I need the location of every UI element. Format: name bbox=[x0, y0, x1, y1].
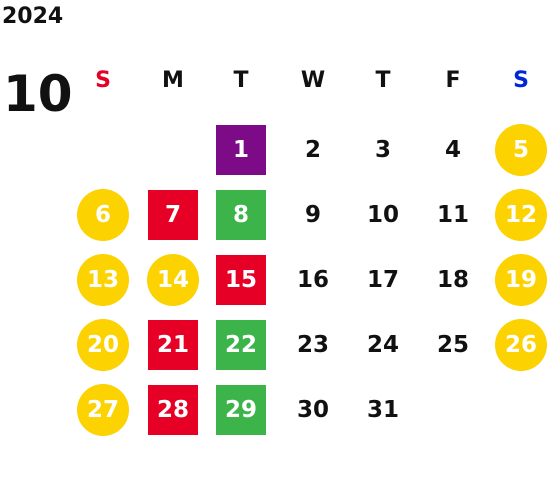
day-25: 25 bbox=[436, 332, 469, 358]
day-13: 13 bbox=[77, 254, 129, 306]
day-29: 29 bbox=[216, 385, 266, 435]
day-4: 4 bbox=[444, 137, 461, 163]
weekday-1: M bbox=[162, 68, 184, 93]
weekday-0: S bbox=[95, 68, 111, 93]
weekday-4: T bbox=[375, 68, 391, 93]
day-10: 10 bbox=[366, 202, 399, 228]
day-30: 30 bbox=[296, 397, 329, 423]
day-16: 16 bbox=[296, 267, 329, 293]
day-5: 5 bbox=[495, 124, 547, 176]
day-23: 23 bbox=[296, 332, 329, 358]
day-6: 6 bbox=[77, 189, 129, 241]
day-1: 1 bbox=[216, 125, 266, 175]
day-18: 18 bbox=[436, 267, 469, 293]
weekday-2: T bbox=[233, 68, 249, 93]
year-label: 2024 bbox=[2, 4, 64, 29]
day-9: 9 bbox=[304, 202, 321, 228]
day-7: 7 bbox=[148, 190, 198, 240]
day-20: 20 bbox=[77, 319, 129, 371]
day-2: 2 bbox=[304, 137, 321, 163]
month-number: 10 bbox=[3, 65, 73, 123]
weekday-5: F bbox=[445, 68, 461, 93]
day-27: 27 bbox=[77, 384, 129, 436]
day-24: 24 bbox=[366, 332, 399, 358]
day-21: 21 bbox=[148, 320, 198, 370]
day-14: 14 bbox=[147, 254, 199, 306]
day-15: 15 bbox=[216, 255, 266, 305]
day-3: 3 bbox=[374, 137, 391, 163]
day-22: 22 bbox=[216, 320, 266, 370]
day-31: 31 bbox=[366, 397, 399, 423]
weekday-6: S bbox=[513, 68, 529, 93]
day-17: 17 bbox=[366, 267, 399, 293]
weekday-3: W bbox=[300, 68, 326, 93]
day-28: 28 bbox=[148, 385, 198, 435]
day-8: 8 bbox=[216, 190, 266, 240]
day-19: 19 bbox=[495, 254, 547, 306]
day-12: 12 bbox=[495, 189, 547, 241]
day-11: 11 bbox=[436, 202, 469, 228]
day-26: 26 bbox=[495, 319, 547, 371]
